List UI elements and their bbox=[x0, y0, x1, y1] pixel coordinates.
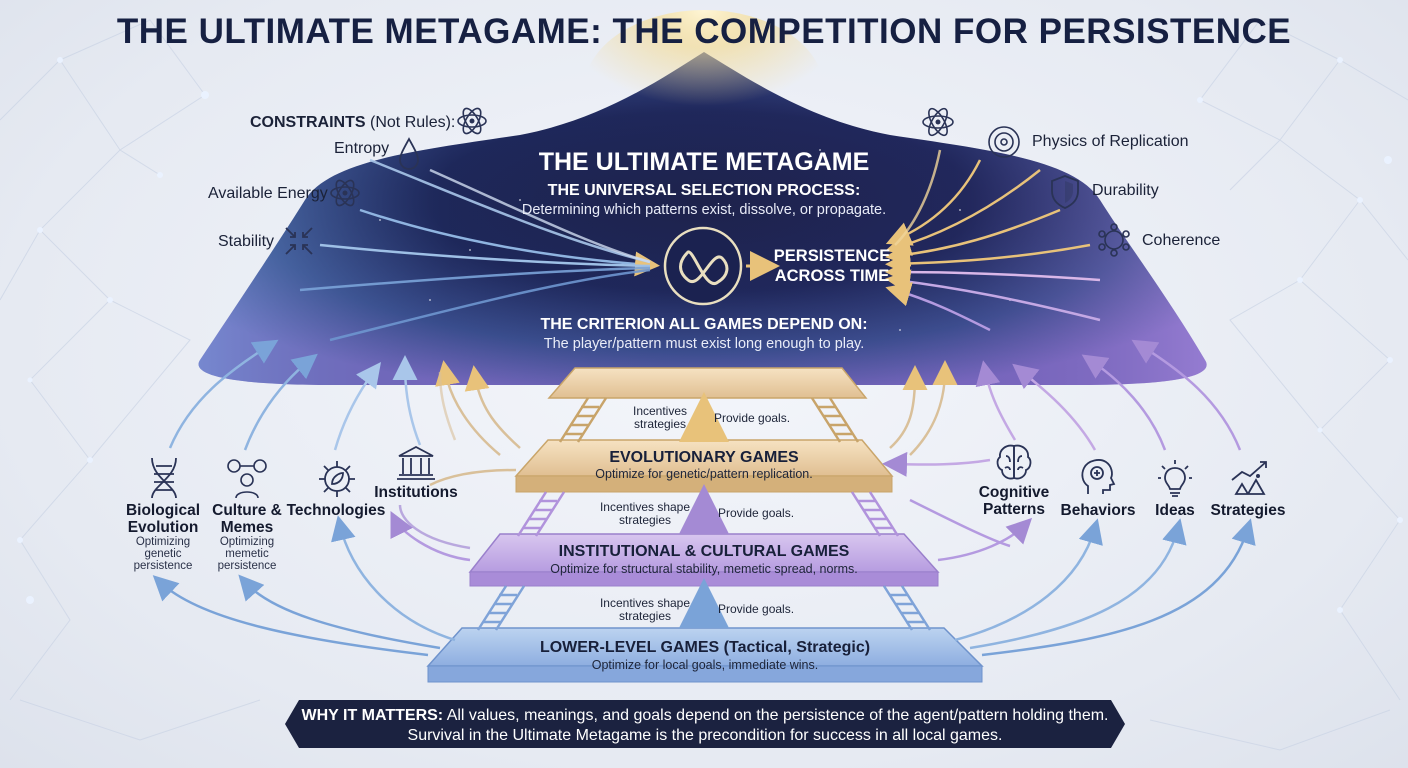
culture-sub-3: persistence bbox=[217, 560, 277, 572]
atom-right-icon bbox=[922, 107, 954, 137]
tier2-note-left-1: Incentives shape bbox=[599, 500, 691, 514]
category-institutions: Institutions bbox=[374, 484, 458, 501]
tier2-note-left: Incentives shape strategies bbox=[590, 501, 700, 527]
persistence-line-2: ACROSS TIME bbox=[774, 267, 890, 285]
persistence-line-1: PERSISTENCE bbox=[773, 247, 891, 265]
page-title: THE ULTIMATE METAGAME: THE COMPETITION F… bbox=[116, 12, 1292, 51]
right-item-physics-of-replication: Physics of Replication bbox=[1032, 133, 1189, 150]
people-network-icon bbox=[227, 459, 267, 499]
tier-institutional-title: INSTITUTIONAL & CULTURAL GAMES bbox=[558, 543, 850, 560]
brain-icon bbox=[996, 444, 1032, 480]
shield-icon bbox=[1051, 175, 1079, 209]
tier3-note-left-1: Incentives shape bbox=[599, 596, 691, 610]
droplet-icon bbox=[399, 137, 419, 170]
energy-atom-icon bbox=[330, 179, 360, 207]
tier-lower-level-title: LOWER-LEVEL GAMES (Tactical, Strategic) bbox=[539, 639, 871, 656]
category-culture-line2: Memes bbox=[220, 519, 274, 536]
head-brain-icon bbox=[1081, 459, 1116, 494]
tier3-note-left: Incentives shape strategies bbox=[590, 597, 700, 623]
category-cognitive-line2: Patterns bbox=[982, 501, 1046, 518]
dome-title: THE ULTIMATE METAGAME bbox=[538, 148, 870, 176]
criterion-text: The player/pattern must exist long enoug… bbox=[543, 336, 865, 352]
tier3-note-left-2: strategies bbox=[618, 609, 672, 623]
category-ideas: Ideas bbox=[1155, 502, 1195, 519]
constraint-entropy: Entropy bbox=[334, 140, 390, 157]
banner-line-2: Survival in the Ultimate Metagame is the… bbox=[407, 727, 1003, 744]
tier-lower-level-subtitle: Optimize for local goals, immediate wins… bbox=[591, 658, 819, 672]
category-cognitive-patterns: Cognitive Patterns bbox=[964, 484, 1064, 518]
selection-process-text: Determining which patterns exist, dissol… bbox=[521, 202, 887, 218]
constraint-stability: Stability bbox=[218, 233, 275, 250]
culture-sub-1: Optimizing bbox=[219, 536, 275, 548]
category-technologies: Technologies bbox=[286, 502, 386, 519]
category-biological-sub: Optimizing genetic persistence bbox=[118, 536, 208, 572]
why-it-matters-banner: WHY IT MATTERS: All values, meanings, an… bbox=[285, 700, 1125, 748]
category-biological-line1: Biological bbox=[125, 502, 201, 519]
tier3-note-right: Provide goals. bbox=[718, 602, 795, 616]
banner-shape bbox=[285, 700, 1125, 748]
growth-chart-icon bbox=[1231, 461, 1267, 495]
category-culture-sub: Optimizing memetic persistence bbox=[204, 536, 290, 572]
constraints-heading: CONSTRAINTS (Not Rules): bbox=[250, 114, 455, 132]
right-item-durability: Durability bbox=[1092, 182, 1159, 199]
tier2-note-left-2: strategies bbox=[618, 513, 672, 527]
tier-evolutionary-title: EVOLUTIONARY GAMES bbox=[609, 449, 799, 466]
banner-text: WHY IT MATTERS: All values, meanings, an… bbox=[285, 706, 1125, 746]
banner-line-1: WHY IT MATTERS: All values, meanings, an… bbox=[285, 706, 1125, 726]
arrows-inward-icon bbox=[285, 227, 313, 255]
category-culture-memes: Culture & Memes bbox=[204, 502, 290, 536]
category-behaviors: Behaviors bbox=[1060, 502, 1136, 519]
criterion-heading: THE CRITERION ALL GAMES DEPEND ON: bbox=[540, 316, 868, 333]
tier1-note-right: Provide goals. bbox=[714, 411, 791, 425]
category-biological-line2: Evolution bbox=[127, 519, 199, 536]
category-strategies: Strategies bbox=[1210, 502, 1286, 519]
banner-line1-rest: All values, meanings, and goals depend o… bbox=[446, 707, 1109, 724]
coherence-network-icon bbox=[1098, 223, 1130, 257]
constraints-heading-bold: CONSTRAINTS bbox=[250, 114, 366, 131]
dna-icon bbox=[151, 457, 177, 499]
tier2-note-right: Provide goals. bbox=[718, 506, 795, 520]
banner-bold: WHY IT MATTERS: bbox=[301, 707, 444, 724]
tier1-note-left: Incentives strategies bbox=[620, 405, 700, 431]
tier-institutional-subtitle: Optimize for structural stability, memet… bbox=[550, 562, 858, 576]
building-icon bbox=[397, 445, 435, 480]
replication-cycle-icon bbox=[988, 126, 1020, 158]
biological-sub-2: genetic bbox=[144, 548, 182, 560]
lightbulb-icon bbox=[1158, 460, 1192, 497]
tier1-note-left-1: Incentives bbox=[632, 404, 688, 418]
constraints-heading-rest: (Not Rules): bbox=[370, 114, 456, 131]
category-biological-evolution: Biological Evolution bbox=[118, 502, 208, 536]
category-culture-line1: Culture & bbox=[212, 502, 282, 519]
culture-sub-2: memetic bbox=[225, 548, 269, 560]
biological-sub-3: persistence bbox=[133, 560, 193, 572]
constraint-available-energy: Available Energy bbox=[208, 185, 328, 202]
tier-evolutionary-subtitle: Optimize for genetic/pattern replication… bbox=[595, 467, 813, 481]
gear-leaf-icon bbox=[319, 461, 355, 497]
atom-icon bbox=[457, 107, 487, 135]
category-cognitive-line1: Cognitive bbox=[978, 484, 1050, 501]
biological-sub-1: Optimizing bbox=[135, 536, 191, 548]
selection-process-heading: THE UNIVERSAL SELECTION PROCESS: bbox=[547, 182, 861, 199]
tier1-note-left-2: strategies bbox=[633, 417, 687, 431]
right-item-coherence: Coherence bbox=[1142, 232, 1221, 249]
